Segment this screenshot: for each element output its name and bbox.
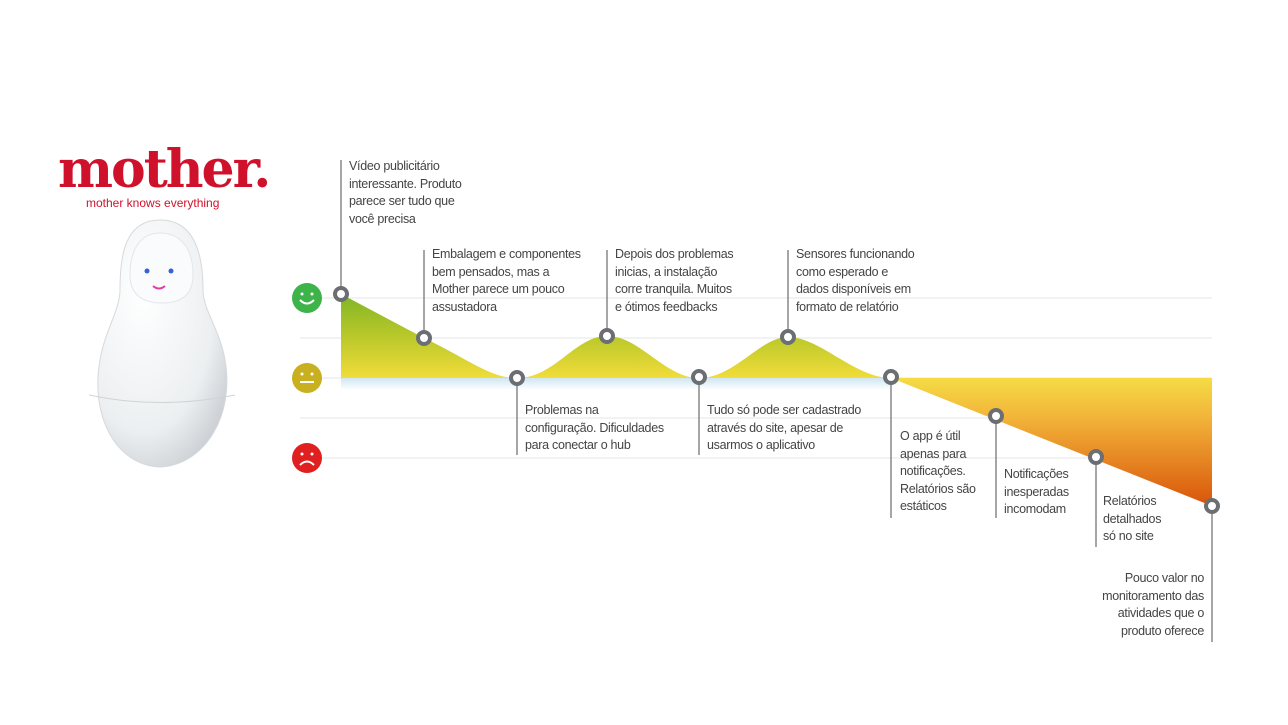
note-setup-problems: Problemas na configuração. Dificuldades … — [525, 403, 664, 452]
note-packaging: Embalagem e componentes bem pensados, ma… — [432, 247, 581, 314]
neutral-face-icon — [292, 363, 322, 393]
negative-area — [891, 378, 1212, 506]
positive-area — [341, 294, 891, 378]
sad-face-icon — [292, 443, 322, 473]
brand-tagline: mother knows everything — [86, 196, 220, 210]
note-installation: Depois dos problemas inicias, a instalaç… — [615, 247, 734, 314]
note-video-ad: Vídeo publicitário interessante. Produto… — [349, 159, 462, 226]
journey-points — [333, 286, 1220, 514]
brand-logo: mother. — [58, 139, 271, 200]
note-unexpected-notifications: Notificações inesperadas incomodam — [1004, 467, 1069, 516]
note-low-value: Pouco valor no monitoramento das ativida… — [1102, 571, 1204, 638]
note-site-registration: Tudo só pode ser cadastrado através do s… — [707, 403, 862, 452]
note-sensors: Sensores funcionando como esperado e dad… — [796, 247, 915, 314]
note-app-notifications: O app é útil apenas para notificações. R… — [900, 429, 976, 513]
note-detailed-reports: Relatórios detalhados só no site — [1103, 494, 1162, 543]
mother-doll-image — [88, 219, 236, 468]
connector-lines — [340, 160, 1213, 642]
happy-face-icon — [292, 283, 322, 313]
